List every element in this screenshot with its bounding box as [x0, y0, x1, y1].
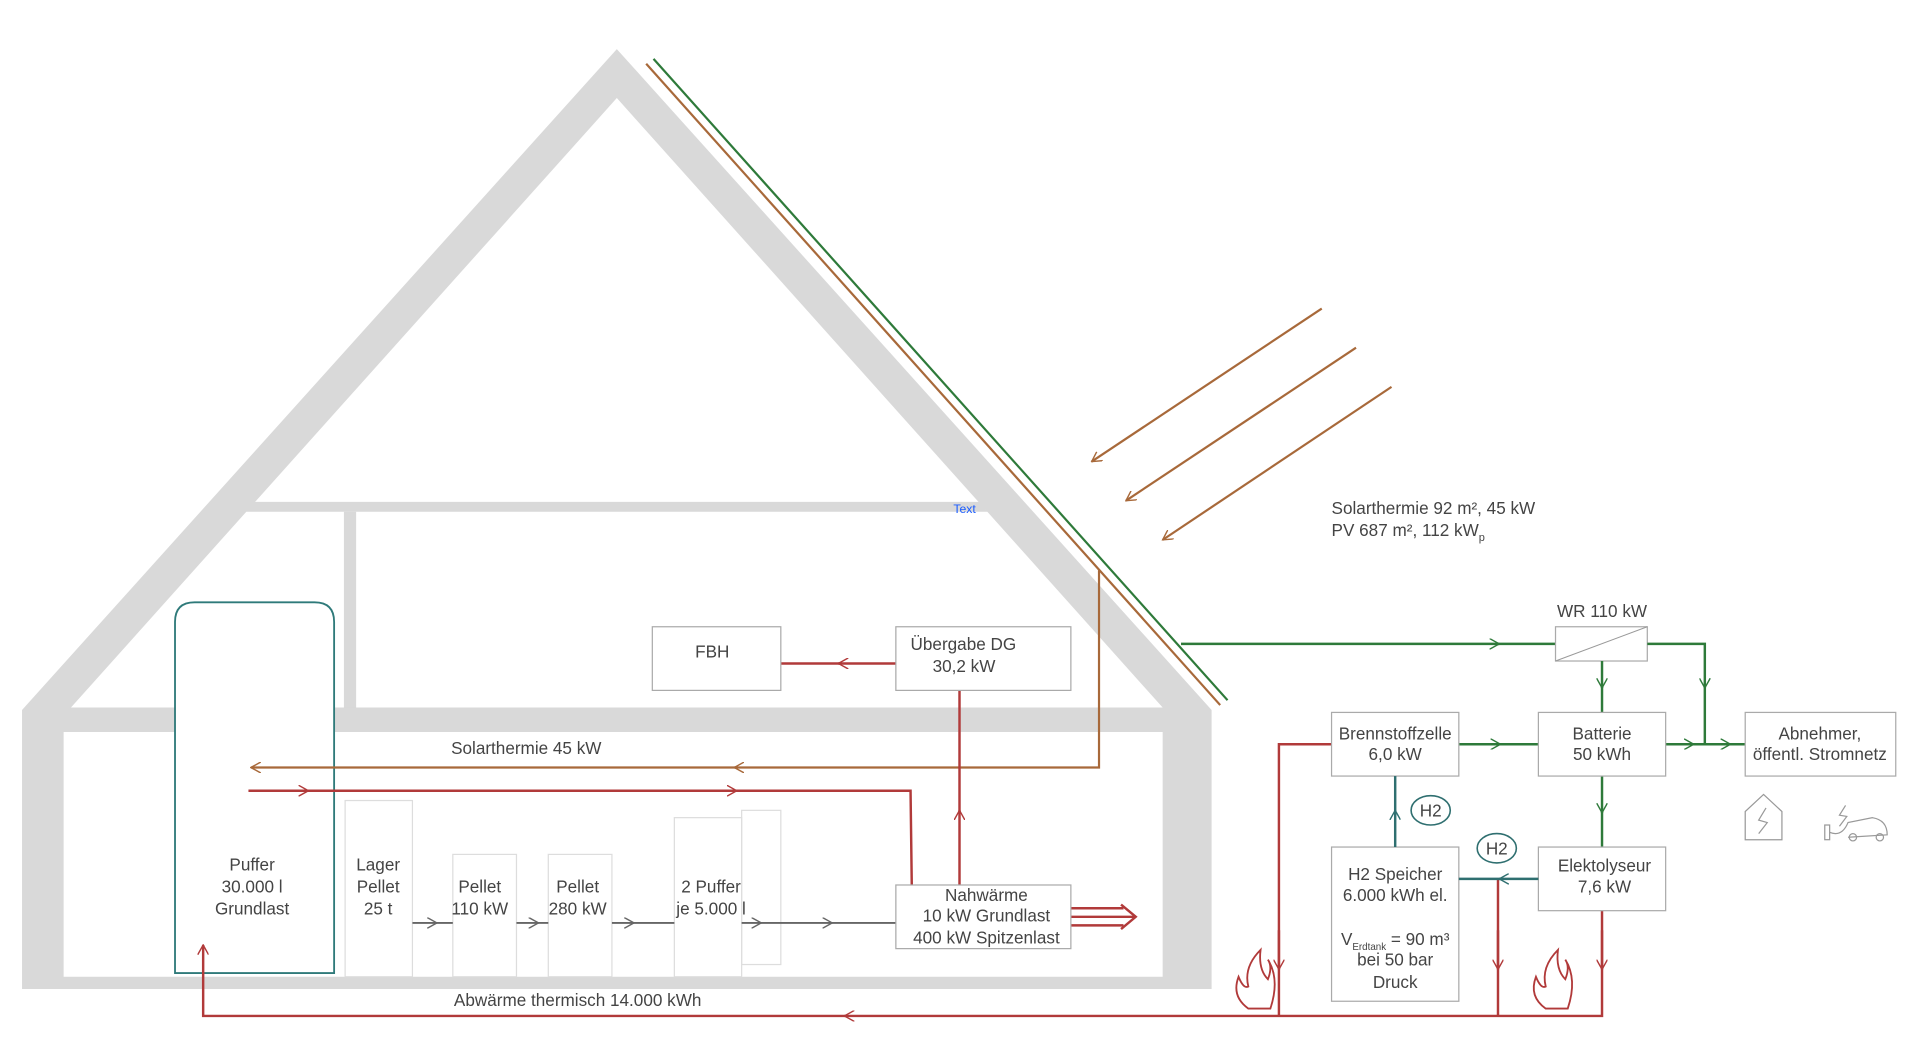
solar-spec: Solarthermie 92 m², 45 kW: [1332, 498, 1536, 518]
puffer2-label: 2 Puffer: [681, 876, 741, 896]
pellet110-power: 110 kW: [451, 898, 509, 918]
h2-badge: [1410, 794, 1452, 826]
puffer2-volume: je 5.000 l: [675, 898, 746, 918]
uebergabe-box: [895, 626, 1072, 692]
ev-charging-icon: [1824, 805, 1888, 842]
brennstoffzelle-box: [1330, 711, 1460, 777]
h2-speicher-pressure: bei 50 bar: [1357, 950, 1433, 970]
h2-speicher-box: [1330, 846, 1460, 1002]
pellet-boiler-280: [547, 853, 613, 978]
text-placeholder: Text: [953, 502, 976, 516]
solar-thermal-panel: [645, 63, 1222, 706]
lager-label-2: Pellet: [357, 876, 400, 896]
pellet-storage: [344, 799, 414, 978]
solarthermie-flow-label: Solarthermie 45 kW: [451, 738, 602, 758]
puffer-tank: [174, 601, 336, 975]
elektolyseur-power: 7,6 kW: [1578, 876, 1632, 896]
lager-label-3: 25 t: [364, 898, 393, 918]
brennstoffzelle-power: 6,0 kW: [1369, 744, 1423, 764]
lager-label: Lager: [356, 854, 400, 874]
pellet280-power: 280 kW: [549, 898, 608, 918]
flame-icon: [1532, 947, 1573, 1010]
district-heat-out-arrow: [1070, 903, 1138, 930]
fuelcell-heat-line: [1277, 743, 1332, 1016]
nahwaerme-base: 10 kW Grundlast: [923, 906, 1051, 926]
pellet110-label: Pellet: [458, 876, 501, 896]
abwaerme-label: Abwärme thermisch 14.000 kWh: [454, 990, 701, 1010]
solarthermie-flow: [734, 570, 1101, 767]
flame-icon: [1235, 947, 1276, 1010]
h2-badge: [1476, 832, 1518, 864]
fbh-box: [651, 626, 782, 692]
nahwaerme-label: Nahwärme: [945, 885, 1028, 905]
wr-label: WR 110 kW: [1557, 601, 1648, 621]
h2-badge-label: H2: [1420, 800, 1442, 820]
nahwaerme-box: [895, 884, 1072, 950]
abnehmer-label: Abnehmer,: [1778, 723, 1861, 743]
h2-speicher-capacity: 6.000 kWh el.: [1343, 885, 1448, 905]
house-power-icon: [1744, 793, 1783, 841]
h2-speicher-volume: VErdtank = 90 m³: [1341, 929, 1450, 953]
pellet280-label: Pellet: [556, 876, 599, 896]
abnehmer-box: [1744, 711, 1897, 777]
nahwaerme-peak: 400 kW Spitzenlast: [913, 928, 1060, 948]
h2-speicher-druck: Druck: [1373, 972, 1418, 992]
pv-spec: PV 687 m², 112 kWp: [1332, 520, 1485, 544]
elektolyseur-label: Elektolyseur: [1558, 856, 1652, 876]
uebergabe-power: 30,2 kW: [933, 656, 997, 676]
puffer-load: Grundlast: [215, 898, 289, 918]
fbh-label: FBH: [695, 641, 729, 661]
batterie-capacity: 50 kWh: [1573, 744, 1631, 764]
brennstoffzelle-label: Brennstoffzelle: [1339, 723, 1452, 743]
buffer-tank-back: [741, 809, 782, 966]
h2-badge-label: H2: [1486, 838, 1508, 858]
h2-speicher-label: H2 Speicher: [1348, 864, 1443, 884]
puffer-label: Puffer: [229, 854, 275, 874]
pv-panel: [652, 58, 1229, 701]
puffer-volume: 30.000 l: [222, 876, 283, 896]
uebergabe-label: Übergabe DG: [911, 634, 1017, 654]
batterie-label: Batterie: [1573, 723, 1632, 743]
abnehmer-grid: öffentl. Stromnetz: [1753, 744, 1887, 764]
pellet-boiler-110: [452, 853, 518, 978]
sun-rays: [1092, 307, 1393, 541]
batterie-box: [1537, 711, 1667, 777]
buffer-tank-front: [673, 817, 743, 978]
